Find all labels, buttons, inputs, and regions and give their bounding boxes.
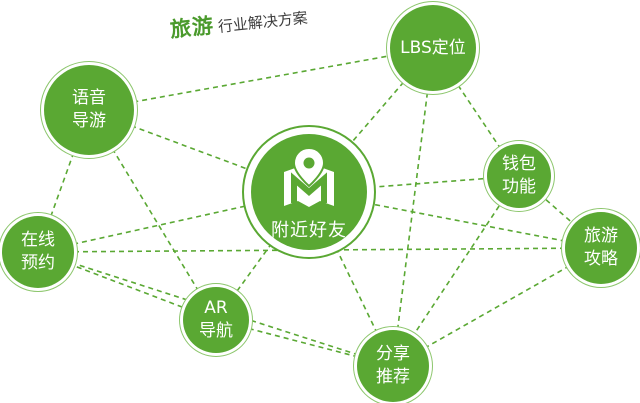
map-pin-icon bbox=[284, 146, 334, 207]
edge-voice-booking bbox=[37, 109, 90, 253]
node-label: 分享 推荐 bbox=[376, 344, 410, 387]
edge-wallet-share bbox=[392, 175, 520, 367]
node-label: AR 导航 bbox=[199, 298, 233, 341]
edge-lbs-share bbox=[392, 47, 434, 367]
node-share-recommend: 分享 推荐 bbox=[357, 330, 429, 402]
node-lbs-location: LBS定位 bbox=[390, 5, 476, 91]
center-node-label: 附近好友 bbox=[271, 220, 347, 241]
edge-voice-lbs bbox=[88, 47, 434, 111]
title-main: 旅游 bbox=[168, 13, 216, 42]
node-online-booking: 在线 预约 bbox=[2, 216, 74, 288]
edge-booking-center bbox=[37, 191, 310, 253]
node-label: 语音 导游 bbox=[72, 88, 106, 131]
node-ar-navigation: AR 导航 bbox=[183, 287, 249, 353]
node-label: 在线 预约 bbox=[21, 230, 55, 273]
center-node: 附近好友 bbox=[251, 134, 367, 250]
edge-strategy-share bbox=[392, 247, 602, 367]
edge-share-booking bbox=[37, 251, 394, 367]
node-label: LBS定位 bbox=[400, 37, 466, 58]
node-voice-guide: 语音 导游 bbox=[44, 65, 134, 155]
node-wallet: 钱包 功能 bbox=[487, 144, 551, 208]
node-label: 旅游 攻略 bbox=[584, 226, 618, 269]
node-travel-guide: 旅游 攻略 bbox=[565, 212, 637, 284]
node-label: 钱包 功能 bbox=[502, 154, 536, 197]
